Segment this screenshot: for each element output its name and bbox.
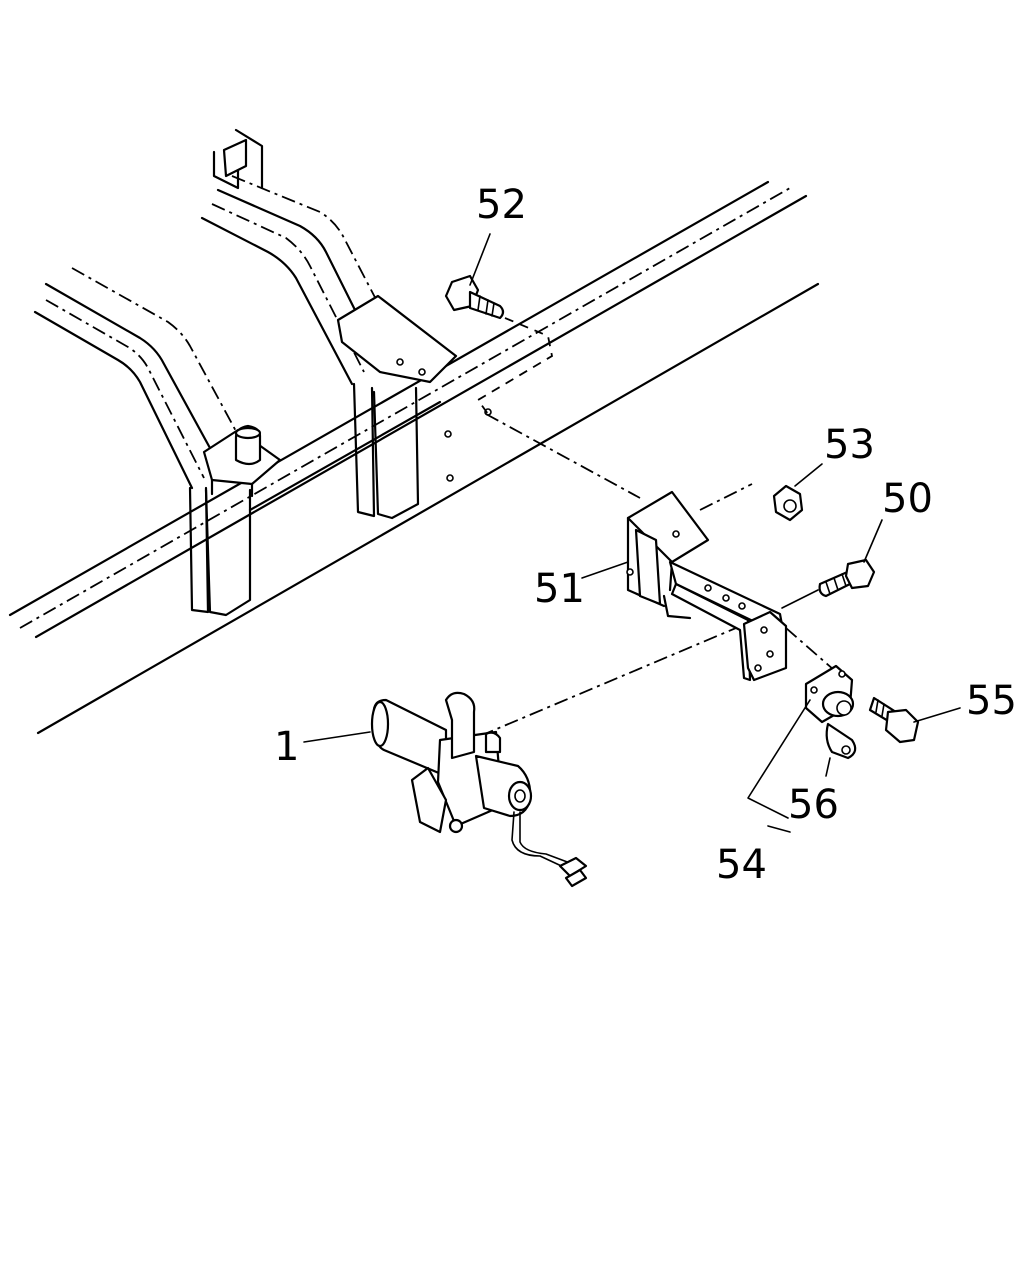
callout-50: 50 <box>882 476 933 522</box>
callout-51: 51 <box>534 566 585 612</box>
callout-1: 1 <box>274 724 299 770</box>
callout-labels: 52 53 50 51 55 1 56 54 <box>274 182 1017 888</box>
sensor-assembly-54 <box>747 627 857 833</box>
frame-holes <box>444 408 492 482</box>
bracket-51 <box>485 413 788 682</box>
callout-53: 53 <box>824 422 875 468</box>
callout-52: 52 <box>476 182 527 228</box>
bolt-50 <box>781 519 883 609</box>
nut-53 <box>772 463 823 522</box>
bolt-52 <box>444 233 554 415</box>
callout-55: 55 <box>966 678 1017 724</box>
callout-56: 56 <box>788 782 839 828</box>
bolt-55 <box>868 696 961 744</box>
left-cross-member <box>33 267 282 617</box>
actuator-1 <box>303 627 737 888</box>
right-cross-member <box>200 128 458 520</box>
callout-54: 54 <box>716 842 767 888</box>
frame-rail <box>8 180 820 735</box>
